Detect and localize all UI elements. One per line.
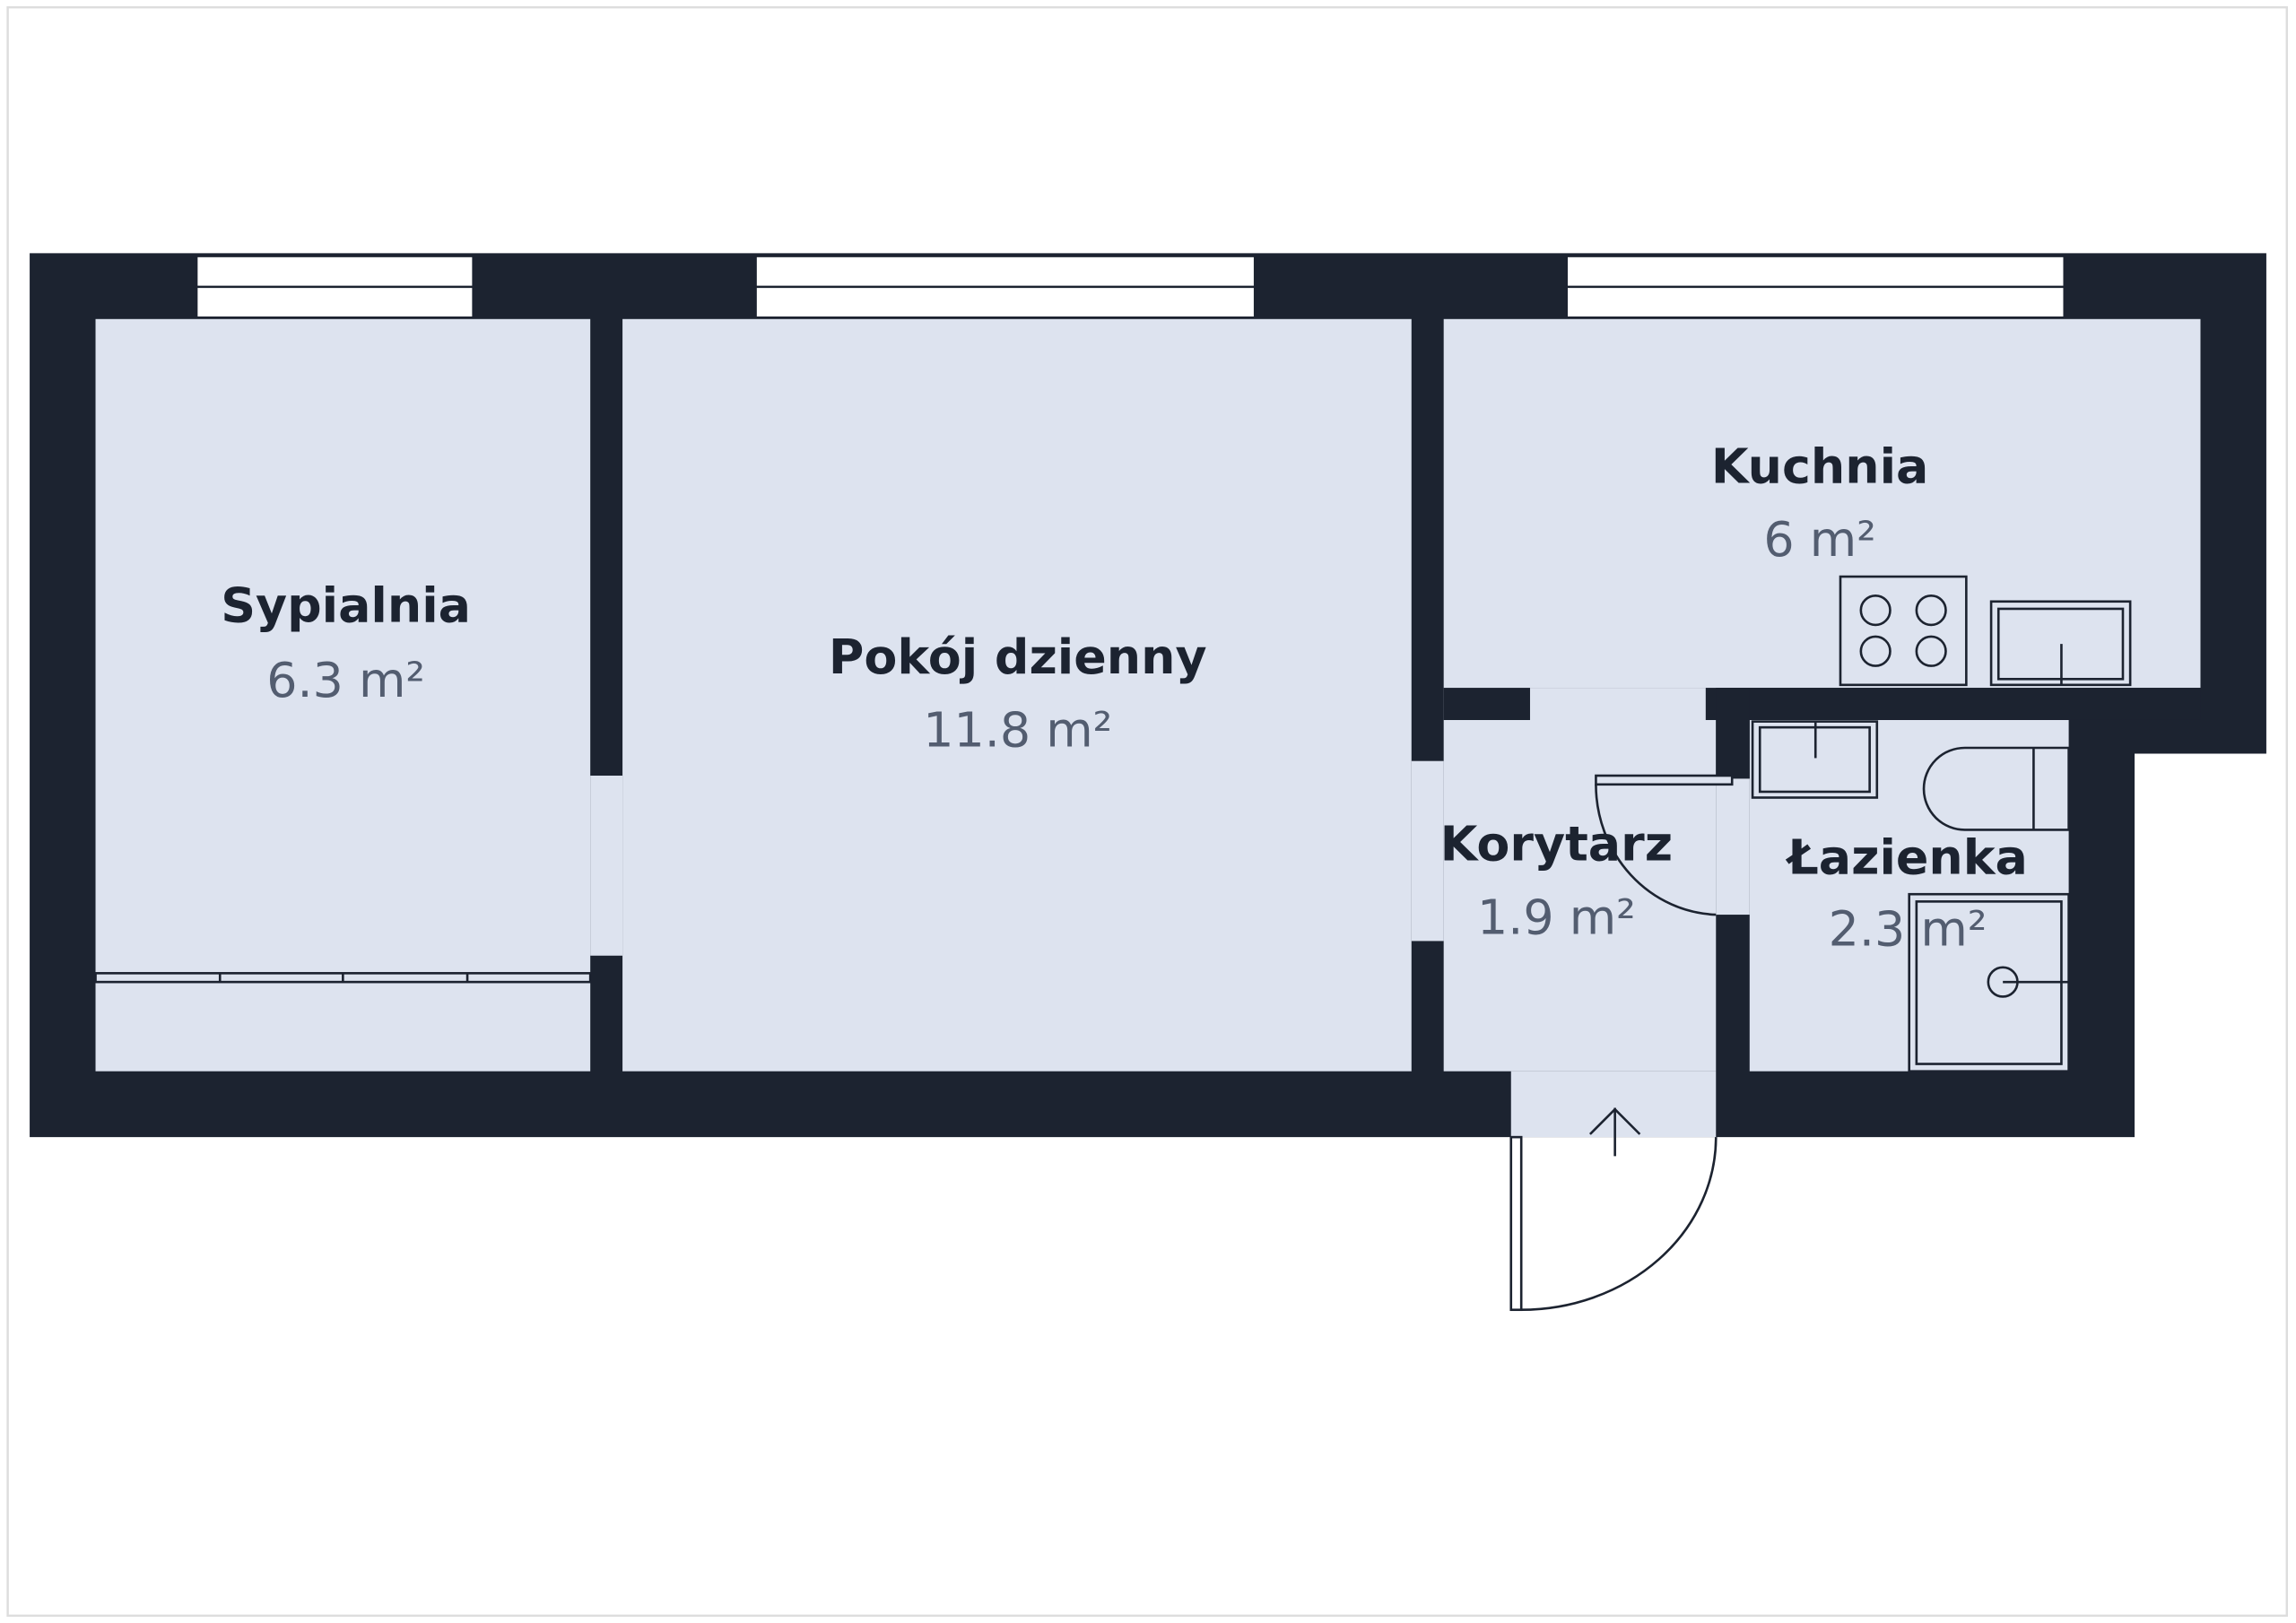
room-area-lazienka: 2.3 m² [1829,900,1987,957]
room-area-korytarz: 1.9 m² [1477,889,1636,945]
room-name-lazienka: Łazienka [1785,829,2028,885]
room-area-pokoj-dzienny: 11.8 m² [923,701,1112,758]
shower-icon [1908,892,2070,1073]
wardrobe [94,972,592,984]
entrance-door[interactable] [1509,1135,1718,1312]
toilet-icon [1922,746,2070,831]
kitchen-sink-icon [1989,600,2132,687]
room-name-pokoj-dzienny: Pokój dzienny [829,629,1207,685]
entrance-arrow-icon [1588,1107,1641,1157]
bathroom-sink-icon [1751,720,1879,799]
windows [195,255,2066,319]
room-name-sypialnia: Sypialnia [221,577,471,634]
floors [95,318,2201,1138]
bathroom-door[interactable] [1595,774,1734,916]
room-name-kuchnia: Kuchnia [1711,438,1928,495]
room-name-korytarz: Korytarz [1440,816,1673,872]
room-area-sypialnia: 6.3 m² [266,652,425,708]
interior-walls [1443,688,2201,779]
room-area-kuchnia: 6 m² [1763,511,1875,568]
stove-icon [1839,575,1968,687]
